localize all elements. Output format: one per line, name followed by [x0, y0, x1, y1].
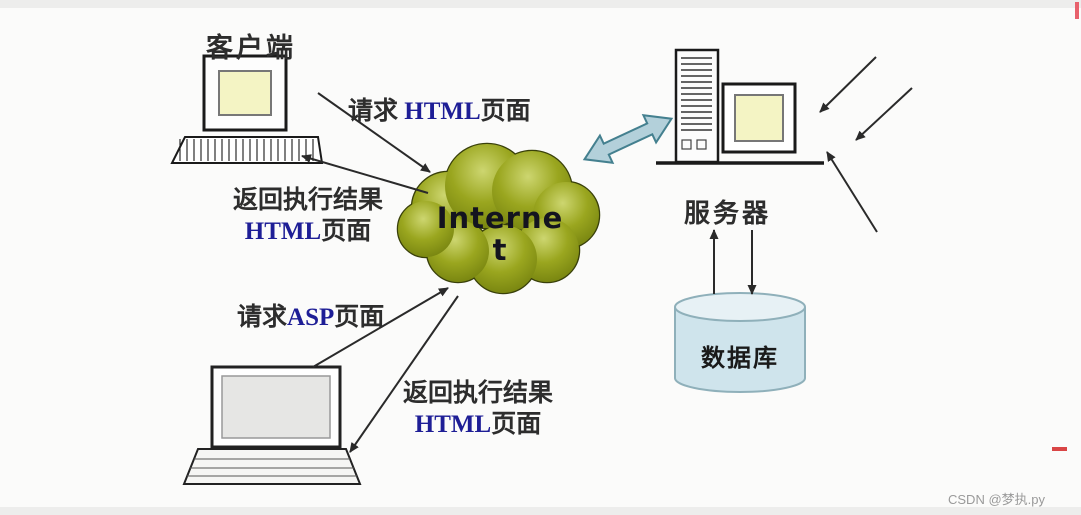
return-top-line1: 返回执行结果	[232, 187, 383, 214]
internet-cloud-icon	[396, 142, 601, 295]
top-edge-strip	[0, 0, 1081, 8]
double-arrow-icon	[582, 114, 674, 164]
client-monitor-screen	[218, 70, 272, 116]
server-tower-icon	[674, 48, 720, 164]
return-bottom-line2: HTML页面	[394, 410, 562, 441]
server-label: 服务器	[684, 199, 772, 228]
internet-label: Interne t	[424, 202, 576, 267]
desktop-computer-icon	[170, 54, 324, 164]
arrow-topright-2	[855, 87, 913, 141]
return-top-suffix: 页面	[321, 217, 372, 245]
return-top-keyword: HTML	[244, 217, 322, 245]
request-asp-suffix: 页面	[334, 304, 385, 331]
arrow-topright-1	[819, 56, 877, 113]
arrow-internet-to-laptop	[349, 295, 459, 453]
laptop-icon	[182, 365, 362, 485]
return-bottom-line1: 返回执行结果	[402, 380, 553, 407]
bottom-edge-strip	[0, 507, 1081, 515]
return-bottom-keyword: HTML	[414, 410, 492, 438]
request-html-suffix: 页面	[480, 98, 531, 125]
internet-line2: t	[492, 233, 508, 268]
arrow-right-to-server	[826, 151, 878, 233]
return-bottom-label: 返回执行结果 HTML页面	[394, 379, 562, 440]
request-asp-keyword: ASP	[287, 304, 335, 331]
request-html-keyword: HTML	[404, 98, 481, 125]
request-asp-prefix: 请求	[237, 304, 288, 331]
client-label: 客户端	[206, 33, 296, 63]
csdn-watermark: CSDN @梦执.py	[948, 492, 1045, 507]
red-annotation-mark-right	[1052, 447, 1067, 451]
return-top-line2: HTML页面	[220, 217, 396, 248]
request-html-label: 请求 HTML页面	[348, 91, 531, 127]
request-html-prefix: 请求	[348, 98, 405, 125]
red-annotation-mark-top	[1075, 2, 1079, 19]
return-top-label: 返回执行结果 HTML页面	[220, 186, 396, 247]
return-bottom-suffix: 页面	[491, 410, 542, 438]
database-cylinder-icon	[674, 292, 806, 393]
arrow-laptop-to-internet	[312, 287, 449, 368]
laptop-base	[182, 448, 362, 485]
arrow-internet-to-client	[301, 154, 429, 194]
request-asp-label: 请求ASP页面	[237, 297, 384, 333]
internet-line1: Interne	[436, 201, 564, 235]
laptop-screen	[221, 375, 331, 439]
arrow-client-to-internet	[317, 92, 431, 173]
database-label: 数据库	[701, 346, 779, 372]
server-monitor-icon	[721, 82, 797, 154]
